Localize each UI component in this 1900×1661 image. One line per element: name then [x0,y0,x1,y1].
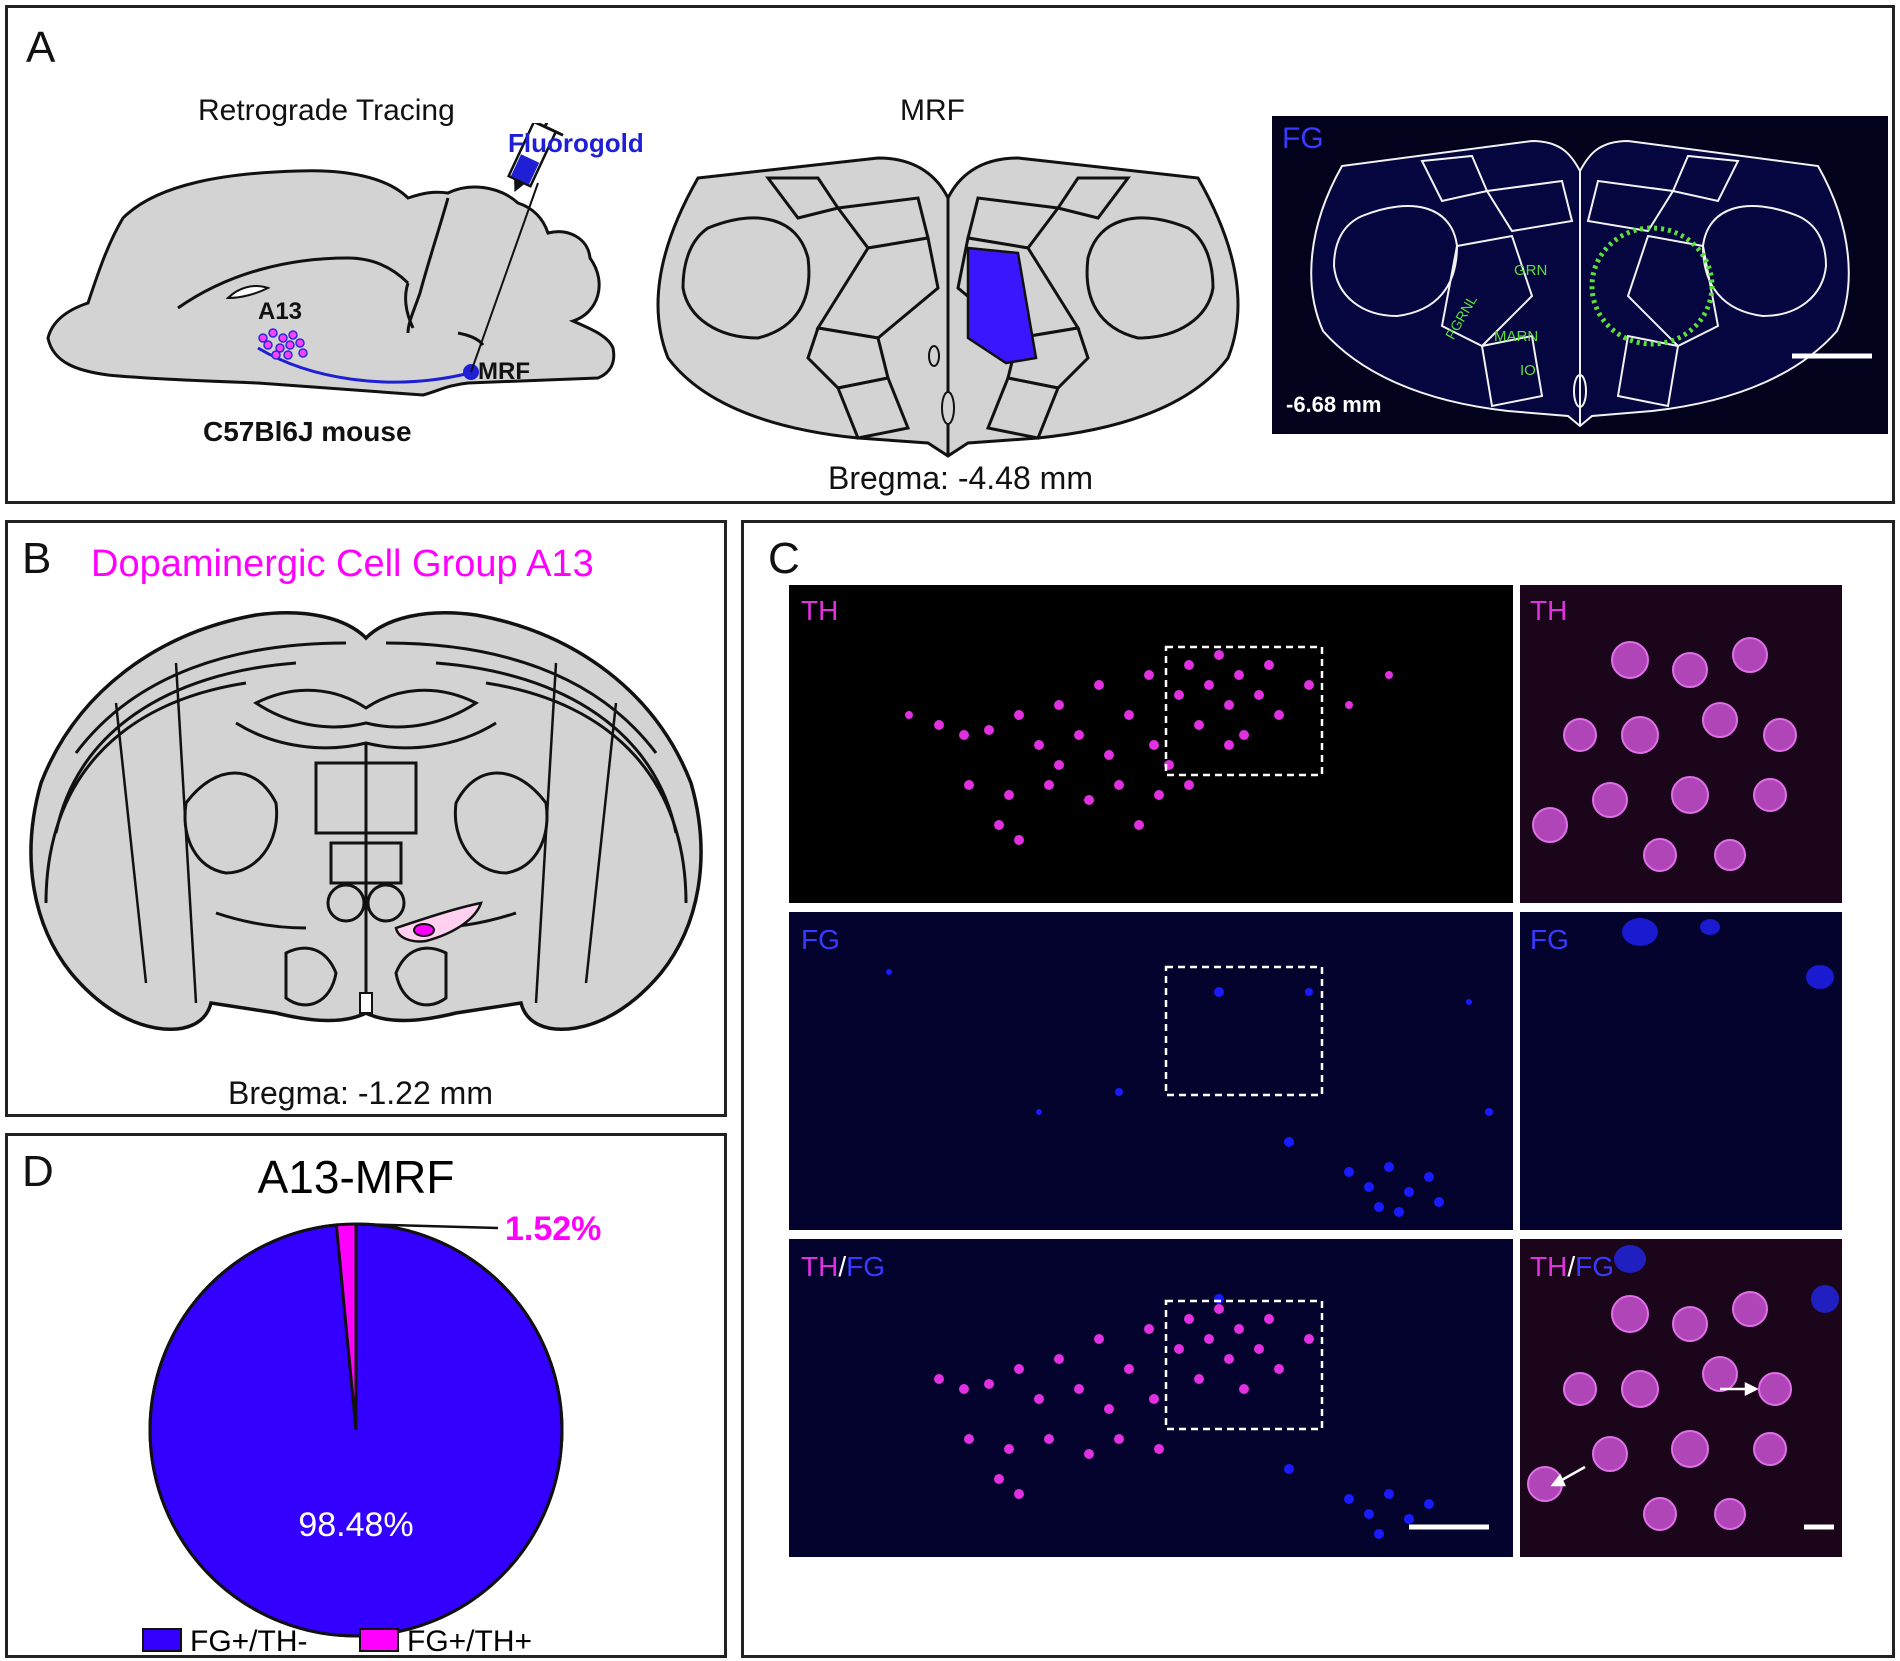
sagittal-brain-outline [46,169,616,397]
slice-label-major: 98.48% [298,1506,413,1544]
legend-label-fg-th-pos: FG+/TH+ [407,1625,532,1655]
sagittal-title: Retrograde Tracing [198,94,455,127]
legend-label-fg-th-neg: FG+/TH- [190,1625,308,1655]
merge-separator: / [838,1251,847,1282]
panel-d: D A13-MRF 1.52% 98.48% FG+/TH- FG+/TH+ [5,1133,727,1658]
panel-c-label: C [768,534,800,583]
a13-label: A13 [258,298,303,325]
io-region-label: IO [1520,362,1536,379]
syringe-icon [507,123,564,193]
th-zoom-image: TH [1520,585,1842,903]
th-overview-label: TH [801,595,839,626]
slice-label-minor: 1.52% [505,1210,601,1248]
panel-b-label: B [22,534,52,583]
grn-region-label: GRN [1514,262,1548,279]
th-overview-image: TH [789,585,1513,903]
grn-dotted-outline [1589,225,1715,347]
pie-chart: A13-MRF 1.52% 98.48% FG+/TH- FG+/TH+ [142,1151,601,1655]
coronal-brain-diagram [29,611,703,1031]
ventricle-shape [225,285,271,300]
fg-channel-label-a: FG [1282,122,1324,155]
a13-cell-cluster [258,328,308,360]
th-zoom-label: TH [1530,595,1568,626]
merge-zoom-image: TH/FG [1520,1239,1842,1557]
mrf-bregma-label: Bregma: -4.48 mm [828,460,1093,496]
fg-atlas-micrograph: FG GRN PGRNL MARN IO -6.68 mm [1272,116,1888,434]
panel-b-title: Dopaminergic Cell Group A13 [91,543,594,585]
mouse-label: C57Bl6J mouse [203,416,412,447]
mrf-highlight-region [966,246,1038,365]
panel-a: A Retrograde Tracing [5,5,1895,504]
panel-b-bregma: Bregma: -1.22 mm [228,1075,493,1111]
fg-overview-label: FG [801,924,840,955]
fg-zoom-image: FG [1520,912,1842,1230]
mrf-section-diagram [656,156,1240,458]
merge-fg-label: FG [846,1251,885,1282]
merge-zoom-th-label: TH [1530,1251,1568,1282]
mrf-target-label: MRF [478,358,530,385]
merge-zoom-separator: / [1567,1251,1576,1282]
pie-slice-fg-th-neg [148,1222,564,1638]
merge-zoom-label: TH/FG [1530,1251,1614,1283]
sagittal-brain-diagram [46,123,616,397]
merge-overview-image: TH/FG [789,1239,1513,1557]
legend-swatch-fg-th-pos [359,1628,399,1652]
fluorogold-label: Fluorogold [508,128,644,158]
panel-a-label: A [26,23,56,72]
midbrain-line [404,282,415,329]
legend-swatch-fg-th-neg [142,1628,182,1652]
a13-core [413,923,435,937]
corpus-callosum-line [177,256,410,310]
pie-title: A13-MRF [258,1151,455,1203]
mrf-section-title: MRF [900,94,965,127]
panel-c: C TH [741,520,1895,1658]
fg-overview-image: FG [789,912,1513,1230]
panel-d-label: D [22,1147,54,1196]
fg-depth-label: -6.68 mm [1286,392,1382,417]
callout-line [352,1222,499,1230]
needle-line [470,182,539,373]
fg-zoom-label: FG [1530,924,1569,955]
merge-zoom-fg-label: FG [1575,1251,1614,1282]
marn-region-label: MARN [1494,328,1539,345]
merge-th-label: TH [801,1251,839,1282]
panel-b: B Dopaminergic Cell Group A13 Bregma: -1… [5,520,727,1117]
merge-overview-label: TH/FG [801,1251,885,1283]
